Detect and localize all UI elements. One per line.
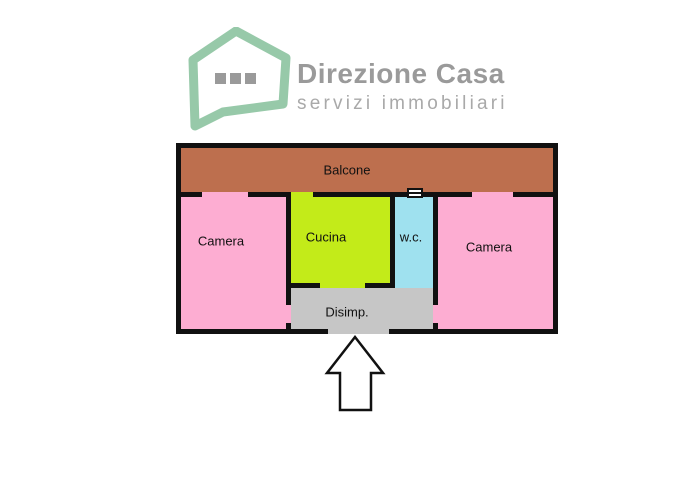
room-camera-right <box>438 197 553 329</box>
wall-cucina-wc-divider <box>390 192 395 288</box>
room-label-disimpegno: Disimp. <box>325 304 369 320</box>
door-opening-entrance <box>328 329 389 334</box>
door-opening-camera-left-disimpegno <box>286 305 291 323</box>
brand-tagline: servizi immobiliari <box>297 93 508 114</box>
wall-outer-bottom-right <box>389 329 558 334</box>
door-opening-cucina-disimpegno <box>320 283 365 288</box>
window-icon <box>407 188 423 198</box>
room-cucina <box>291 197 390 283</box>
logo-text: Direzione Casa servizi immobiliari <box>297 58 508 115</box>
room-label-camera-right: Camera <box>465 239 513 255</box>
window-pane-line <box>408 192 422 194</box>
wall-balcone-3 <box>313 192 407 197</box>
door-opening-balcone-cucina <box>291 192 313 197</box>
room-label-wc: w.c. <box>399 229 423 245</box>
door-opening-balcone-camera-right <box>472 192 513 197</box>
wall-balcone-5 <box>513 192 558 197</box>
wall-cucina-bottom-left <box>286 283 320 288</box>
room-disimpegno <box>291 288 433 329</box>
brand-name: Direzione Casa <box>297 58 505 89</box>
wall-outer-right <box>553 143 558 334</box>
room-label-camera-left: Camera <box>197 233 245 249</box>
room-camera-left <box>181 197 286 329</box>
wall-outer-left <box>176 143 181 334</box>
wall-balcone-2 <box>248 192 290 197</box>
room-label-cucina: Cucina <box>305 229 347 245</box>
wall-outer-top <box>176 143 558 148</box>
wall-wc-camera-right-lower <box>433 323 438 329</box>
wall-camera-left-divider-upper <box>286 192 291 305</box>
wall-camera-left-divider-lower <box>286 323 291 329</box>
entrance-arrow-icon <box>324 334 386 412</box>
wall-balcone-4 <box>423 192 472 197</box>
wall-wc-camera-right-upper <box>433 192 438 305</box>
wall-cucina-bottom-right <box>365 283 395 288</box>
room-label-balcone: Balcone <box>323 162 371 178</box>
floor-plan: Balcone Camera Cucina w.c. Camera Disimp… <box>176 143 558 334</box>
logo-dots-icon <box>215 73 256 84</box>
wall-outer-bottom-left <box>176 329 328 334</box>
room-wc <box>395 197 433 288</box>
wall-balcone-1 <box>176 192 202 197</box>
room-balcone <box>181 148 553 192</box>
door-opening-camera-right-disimpegno <box>433 305 438 323</box>
house-speech-bubble-icon <box>188 26 291 131</box>
door-opening-balcone-camera-left <box>202 192 248 197</box>
logo <box>183 26 291 136</box>
